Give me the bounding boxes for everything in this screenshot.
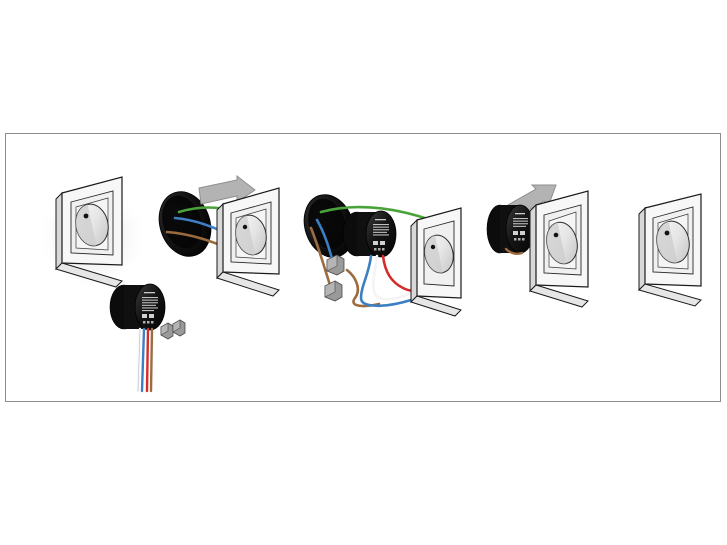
connector-block — [172, 319, 186, 337]
wire-stub-brown — [504, 247, 524, 255]
plate-side-edge — [638, 206, 646, 292]
wire-module-brown — [345, 268, 381, 308]
knob-indicator-dot — [83, 213, 89, 219]
plate-side-edge — [410, 218, 418, 304]
wire-lead-brown — [149, 327, 154, 393]
knob-shade — [656, 221, 678, 263]
plate-side-edge — [529, 203, 537, 293]
connector-block — [160, 322, 174, 340]
wire-module-white — [372, 254, 411, 301]
knob-shade — [546, 222, 567, 264]
step-1-existing-wall-plate — [36, 171, 156, 291]
step-5-finished-installation — [621, 186, 727, 307]
insertion-arrow — [198, 174, 256, 205]
connector-block — [324, 280, 343, 302]
step-2b-dimmer-module-loose — [106, 279, 196, 394]
module-label-print — [373, 219, 389, 251]
wire-lead-white-outline — [137, 328, 141, 392]
knob-shade — [235, 215, 256, 255]
connector-block — [326, 254, 345, 276]
wire-module-blue — [359, 254, 413, 308]
plate-side-edge — [216, 202, 224, 280]
wire-lead-red — [145, 327, 150, 393]
step-2-remove-plate — [151, 174, 291, 306]
step-3-wire-module — [299, 186, 464, 331]
knob-indicator-dot — [664, 230, 670, 236]
wall-box-inner-rim — [308, 198, 346, 250]
plate-side-edge — [55, 191, 63, 271]
wire-earth-green — [319, 205, 433, 222]
plate-bottom-edge — [410, 295, 462, 317]
knob-indicator-dot — [553, 232, 559, 238]
knob-indicator-dot — [242, 224, 248, 230]
knob-shade — [75, 204, 97, 246]
step-4-insert-module — [486, 181, 606, 308]
knob-indicator-dot — [430, 244, 436, 250]
plate-bottom-edge — [638, 283, 702, 307]
wire-lead-blue — [140, 327, 146, 393]
diagram-border-frame — [5, 133, 721, 402]
knob-shade — [424, 235, 443, 273]
dimmer-module-body — [365, 210, 397, 258]
dimmer-module-body — [134, 283, 166, 331]
module-label-print — [142, 292, 158, 324]
plate-bottom-edge — [529, 284, 589, 308]
module-label-print — [513, 213, 528, 241]
plate-bottom-edge — [216, 271, 280, 297]
plate-bottom-edge — [55, 262, 123, 288]
